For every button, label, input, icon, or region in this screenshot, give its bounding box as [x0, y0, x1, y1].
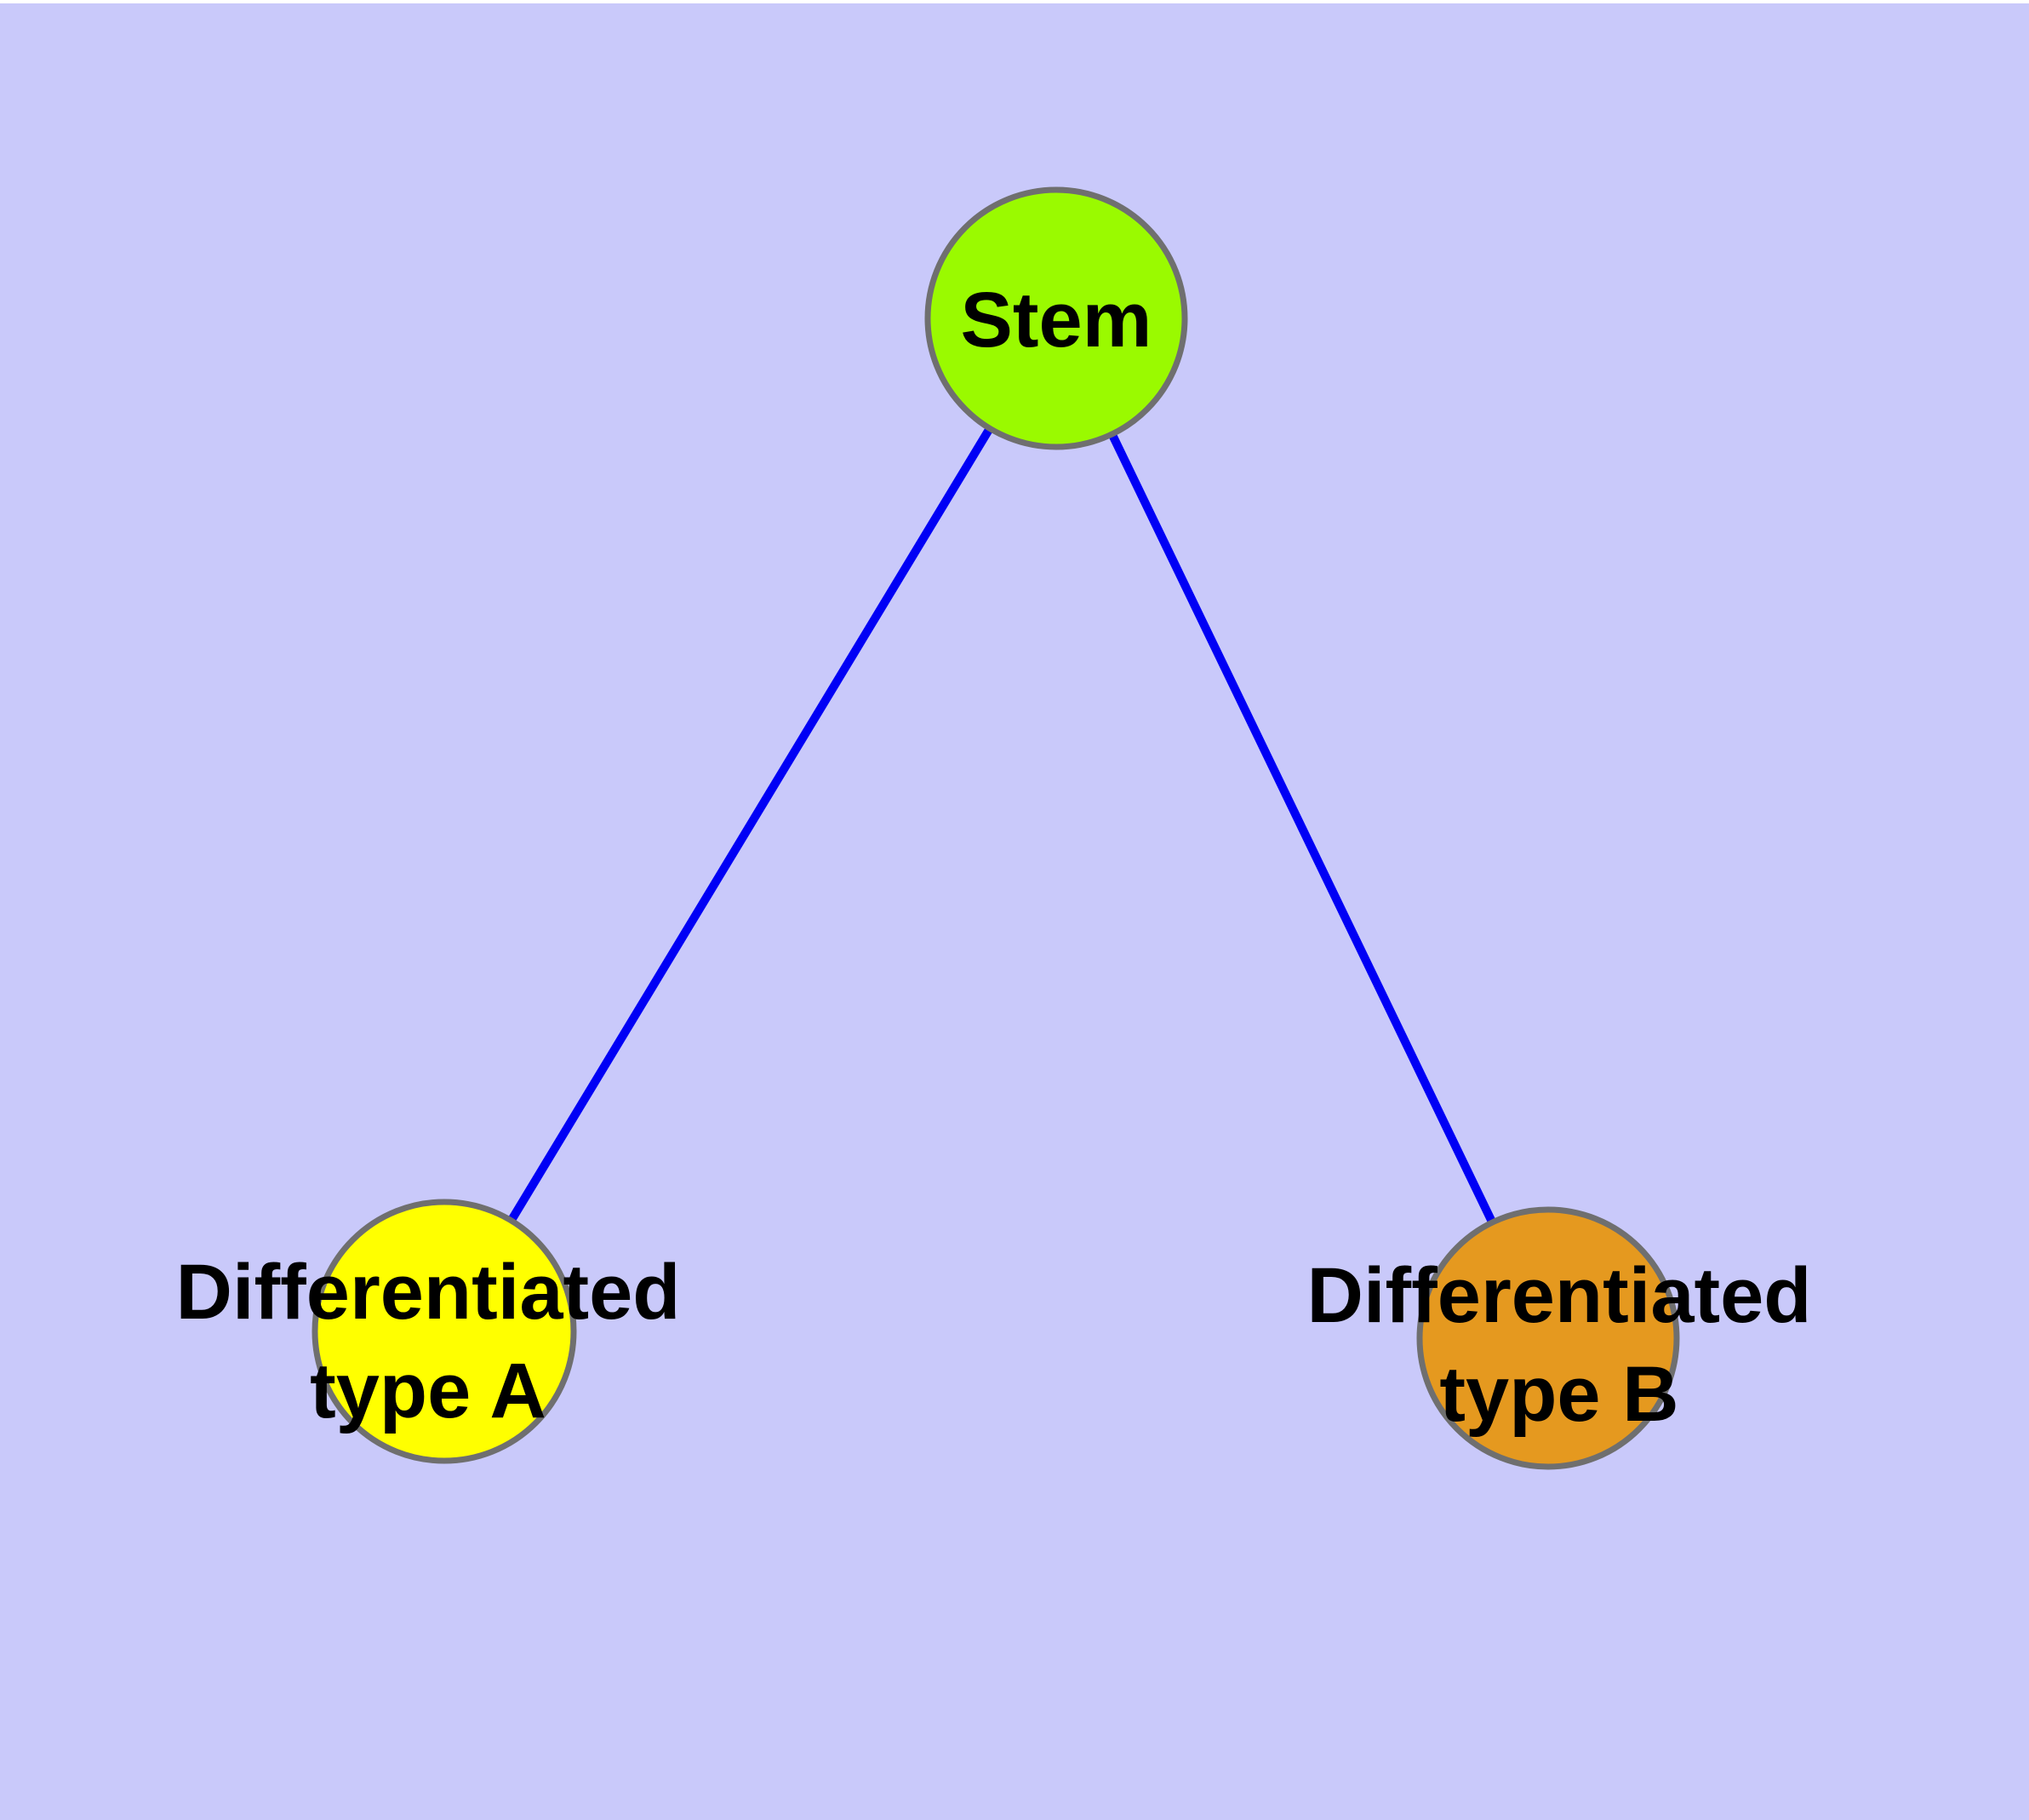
node-label-type-b-line2: type B [1439, 1351, 1678, 1438]
node-differentiated-type-b [1416, 1206, 1680, 1470]
node-label-stem: Stem [961, 277, 1152, 363]
node-differentiated-type-a [311, 1199, 577, 1464]
node-label-type-a-line1: Differentiated [176, 1249, 681, 1336]
node-label-type-a-line2: type A [310, 1348, 546, 1434]
node-stem [924, 186, 1188, 450]
node-label-type-b-line1: Differentiated [1307, 1252, 1812, 1339]
edge-stem-to-type-a [440, 316, 1060, 1334]
edge-stem-to-type-b [1052, 316, 1552, 1341]
